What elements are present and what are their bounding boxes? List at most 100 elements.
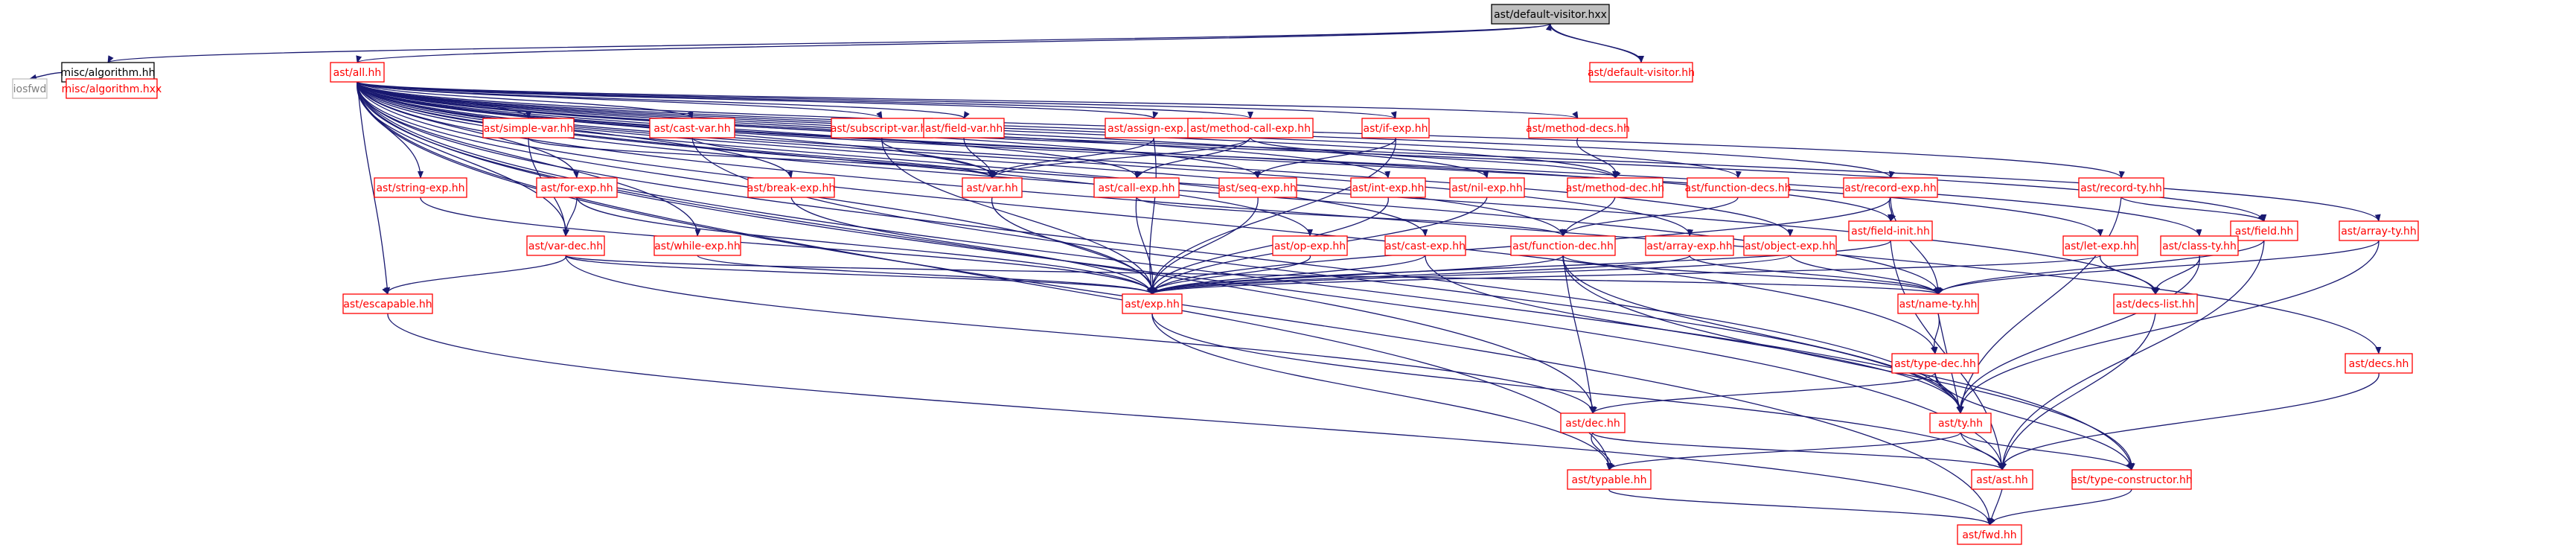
node-label-breakexp: ast/break-exp.hh: [747, 182, 836, 194]
node-whileexp[interactable]: ast/while-exp.hh: [653, 235, 741, 256]
node-label-dvhh: ast/default-visitor.hh: [1588, 67, 1695, 79]
node-label-classty: ast/class-ty.hh: [2162, 240, 2237, 252]
edge-objectexp-to-namety: [1789, 255, 1939, 295]
edge-all-to-typedec: [357, 81, 1938, 354]
node-ifexp[interactable]: ast/if-exp.hh: [1361, 118, 1430, 138]
node-functiondec[interactable]: ast/function-dec.hh: [1510, 235, 1616, 256]
node-methoddec[interactable]: ast/method-dec.hh: [1566, 177, 1665, 198]
node-tyhh[interactable]: ast/ty.hh: [1929, 412, 1992, 433]
edge-all-to-castexp: [357, 81, 1428, 237]
node-forexp[interactable]: ast/for-exp.hh: [536, 177, 618, 198]
edge-functiondec-to-exphh: [1148, 255, 1564, 295]
node-escapable[interactable]: ast/escapable.hh: [342, 293, 433, 314]
node-box-tyhh: [1929, 412, 1992, 433]
edge-vardec-to-namety: [565, 255, 1944, 295]
edge-all-to-functiondecs: [357, 81, 1742, 179]
edge-callexp-to-exphh: [1135, 197, 1156, 295]
node-fieldvar[interactable]: ast/field-var.hh: [923, 118, 1005, 138]
edge-forexp-to-vardec: [563, 197, 578, 237]
edge-fieldhh-to-namety: [1937, 240, 2265, 295]
node-methodcallexp[interactable]: ast/method-call-exp.hh: [1187, 118, 1314, 138]
node-namety[interactable]: ast/name-ty.hh: [1897, 293, 1979, 314]
node-fwdhh[interactable]: ast/fwd.hh: [1957, 524, 2022, 545]
node-opexp[interactable]: ast/op-exp.hh: [1272, 235, 1348, 256]
node-classty[interactable]: ast/class-ty.hh: [2160, 235, 2239, 256]
edge-root-to-algohh: [107, 23, 1551, 63]
node-label-intexp: ast/int-exp.hh: [1352, 182, 1424, 194]
node-castvar[interactable]: ast/cast-var.hh: [649, 118, 735, 138]
node-arrayty[interactable]: ast/array-ty.hh: [2339, 220, 2419, 241]
node-box-whileexp: [653, 235, 741, 256]
node-box-methoddecs: [1528, 118, 1628, 138]
node-recordexp[interactable]: ast/record-exp.hh: [1843, 177, 1938, 198]
node-label-asthh: ast/ast.hh: [1976, 474, 2028, 486]
edge-breakexp-to-exphh: [790, 197, 1154, 295]
node-arrayexp[interactable]: ast/array-exp.hh: [1645, 235, 1734, 256]
node-asthh[interactable]: ast/ast.hh: [1971, 469, 2033, 490]
node-intexp[interactable]: ast/int-exp.hh: [1350, 177, 1426, 198]
node-decslist[interactable]: ast/decs-list.hh: [2113, 293, 2198, 314]
node-algohxx[interactable]: misc/algorithm.hxx: [62, 78, 162, 99]
edge-functiondecs-to-functiondec: [1560, 197, 1739, 237]
node-label-methodcallexp: ast/method-call-exp.hh: [1190, 123, 1311, 135]
node-dvhh[interactable]: ast/default-visitor.hh: [1588, 62, 1695, 83]
node-label-tyhh: ast/ty.hh: [1938, 418, 1983, 430]
node-vardec[interactable]: ast/var-dec.hh: [526, 235, 605, 256]
edge-functiondec-to-typeconstructor: [1562, 255, 2135, 471]
node-fieldinit[interactable]: ast/field-init.hh: [1848, 220, 1933, 241]
edge-all-to-assignexp: [357, 81, 1158, 119]
node-label-typeconstructor: ast/type-constructor.hh: [2071, 474, 2192, 486]
node-typedec[interactable]: ast/type-dec.hh: [1891, 353, 1979, 374]
node-typeconstructor[interactable]: ast/type-constructor.hh: [2071, 469, 2193, 490]
node-methoddecs[interactable]: ast/method-decs.hh: [1526, 118, 1630, 138]
node-assignexp[interactable]: ast/assign-exp.hh: [1105, 118, 1203, 138]
node-varhh[interactable]: ast/var.hh: [962, 177, 1023, 198]
node-exphh[interactable]: ast/exp.hh: [1122, 293, 1183, 314]
node-typable[interactable]: ast/typable.hh: [1567, 469, 1652, 490]
node-label-escapable: ast/escapable.hh: [343, 299, 432, 310]
edge-vardec-to-exphh: [565, 255, 1157, 295]
node-iosfwd[interactable]: iosfwd: [12, 78, 48, 99]
node-box-asthh: [1971, 469, 2033, 490]
edge-all-to-tyhh: [357, 81, 1964, 414]
node-functiondecs[interactable]: ast/function-decs.hh: [1684, 177, 1792, 198]
edge-namety-to-typedec: [1930, 313, 1940, 354]
node-subscriptvar[interactable]: ast/subscript-var.hh: [831, 118, 933, 138]
node-box-arrayty: [2339, 220, 2419, 241]
node-root[interactable]: ast/default-visitor.hxx: [1491, 4, 1610, 25]
node-dechh[interactable]: ast/dec.hh: [1560, 412, 1626, 433]
node-box-methoddec: [1567, 177, 1663, 198]
edge-exphh-to-typable: [1151, 313, 1613, 471]
edge-forexp-to-exphh: [576, 197, 1154, 295]
edge-recordty-to-fieldhh: [2120, 197, 2265, 222]
node-box-fwdhh: [1957, 524, 2022, 545]
node-box-functiondec: [1510, 235, 1616, 256]
node-all[interactable]: ast/all.hh: [330, 62, 385, 83]
node-nilexp[interactable]: ast/nil-exp.hh: [1449, 177, 1525, 198]
edge-all-to-ifexp: [357, 81, 1396, 119]
node-recordty[interactable]: ast/record-ty.hh: [2078, 177, 2164, 198]
node-simplevar[interactable]: ast/simple-var.hh: [482, 118, 575, 138]
node-seqexp[interactable]: ast/seq-exp.hh: [1218, 177, 1297, 198]
edge-tyhh-to-typeconstructor: [1960, 432, 2132, 471]
node-label-subscriptvar: ast/subscript-var.hh: [831, 123, 933, 135]
node-fieldhh[interactable]: ast/field.hh: [2230, 220, 2298, 241]
edge-classty-to-tyhh: [1956, 255, 2200, 414]
edge-objectexp-to-exphh: [1151, 255, 1791, 295]
edge-tyhh-to-asthh: [1960, 432, 2004, 471]
edge-intexp-to-exphh: [1148, 197, 1389, 295]
node-box-varhh: [962, 177, 1023, 198]
edge-assignexp-to-exphh: [1148, 137, 1157, 295]
node-decshh[interactable]: ast/decs.hh: [2345, 353, 2413, 374]
node-letexp[interactable]: ast/let-exp.hh: [2062, 235, 2138, 256]
node-box-breakexp: [747, 177, 835, 198]
node-label-decshh: ast/decs.hh: [2349, 358, 2409, 370]
node-stringexp[interactable]: ast/string-exp.hh: [374, 177, 467, 198]
node-breakexp[interactable]: ast/break-exp.hh: [747, 177, 836, 198]
node-box-typable: [1567, 469, 1652, 490]
node-box-dvhh: [1589, 62, 1693, 83]
edge-tyhh-to-typable: [1606, 432, 1961, 471]
node-objectexp[interactable]: ast/object-exp.hh: [1743, 235, 1837, 256]
node-callexp[interactable]: ast/call-exp.hh: [1093, 177, 1180, 198]
node-castexp[interactable]: ast/cast-exp.hh: [1384, 235, 1466, 256]
